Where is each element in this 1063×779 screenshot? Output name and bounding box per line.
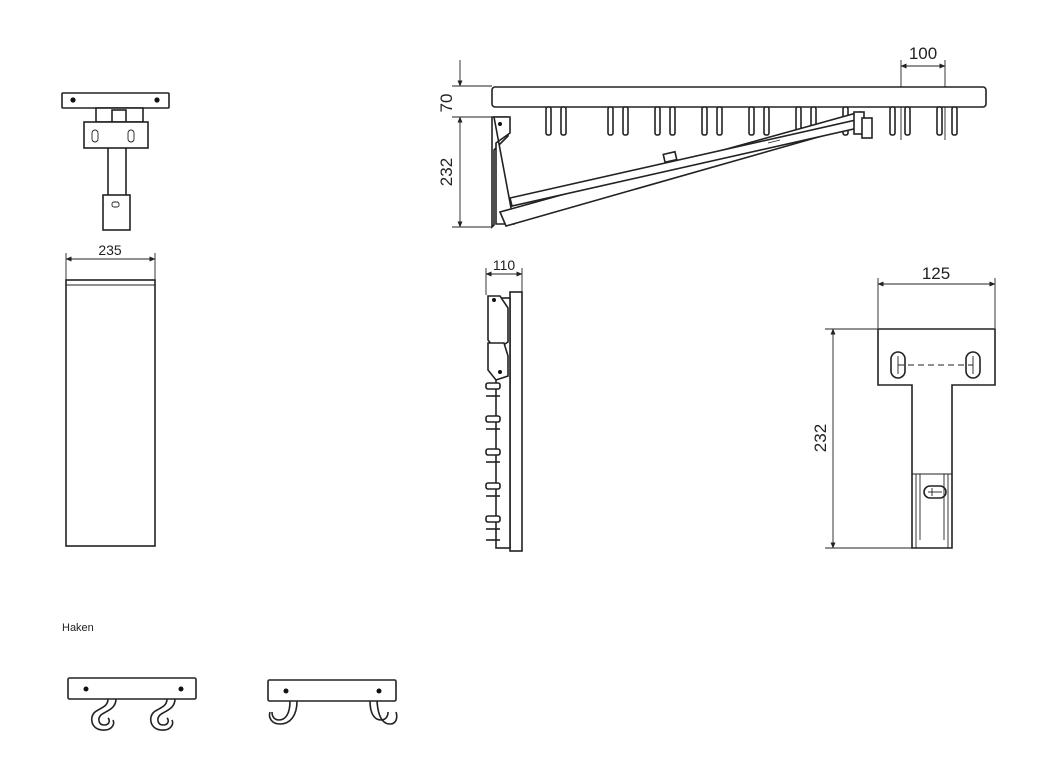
hook-rail-s-hooks [67, 677, 197, 731]
folded-side-view: 110 [485, 257, 523, 552]
end-view-small [61, 92, 170, 231]
bracket-height-dimension: 232 [811, 424, 830, 452]
side-width-dimension: 110 [493, 257, 516, 273]
height-70-dimension: 70 [437, 94, 456, 113]
side-elevation: 70 232 100 [437, 44, 987, 229]
pegs [545, 106, 958, 136]
folded-pegs [485, 382, 501, 541]
wall-bracket-view: 125 232 [811, 264, 996, 549]
depth-232-dimension: 232 [437, 158, 456, 186]
bracket-width-dimension: 125 [922, 264, 950, 283]
hook-rail-j-hooks [267, 679, 398, 725]
front-width-dimension: 235 [98, 242, 122, 258]
front-view: 235 [65, 242, 156, 547]
spacing-100-dimension: 100 [909, 44, 937, 63]
hooks-section-label: Haken [62, 622, 94, 634]
